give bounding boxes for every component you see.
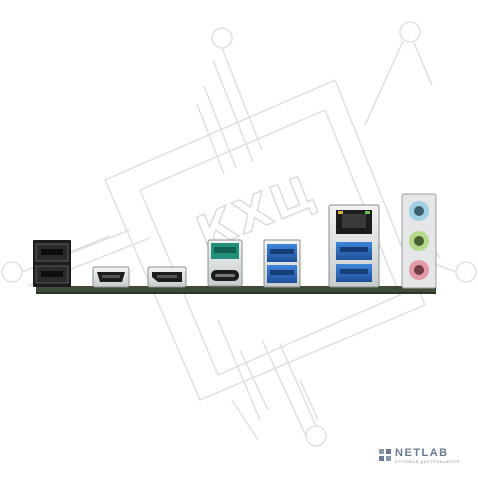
brand-logo: NETLAB ОПТОВЫЙ ДИСТРИБЬЮТОР [379, 447, 474, 469]
usb-c-and-teal-usb [207, 239, 243, 287]
usb2-stack [33, 240, 71, 287]
audio-jacks [401, 193, 437, 289]
brand-mark-icon [379, 449, 391, 461]
hdmi-port [92, 266, 130, 288]
brand-tagline: ОПТОВЫЙ ДИСТРИБЬЮТОР [395, 459, 460, 464]
brand-name: NETLAB [395, 447, 449, 459]
lan-usb-stack [328, 204, 380, 288]
pcb-strip [36, 286, 436, 293]
usb3-stack [263, 239, 301, 288]
displayport-port [147, 266, 187, 288]
